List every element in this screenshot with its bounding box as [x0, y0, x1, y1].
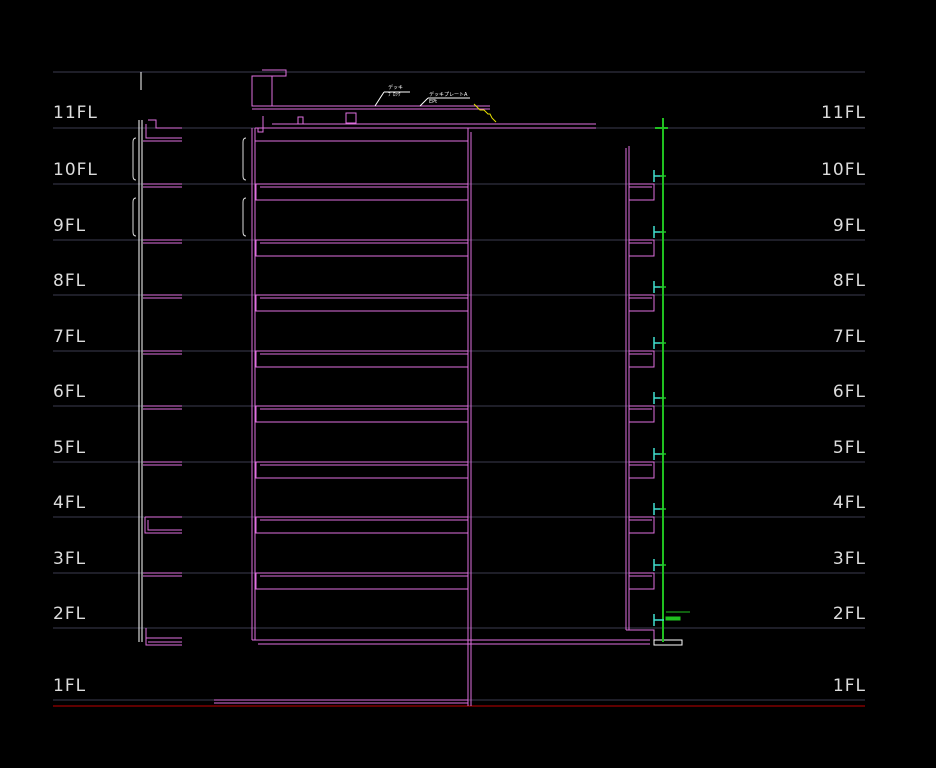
- roof-note-2b: EPt: [429, 99, 437, 105]
- curtain-wall: [655, 118, 668, 642]
- floor-label-left-6: 6FL: [53, 382, 87, 402]
- roof-note-1: デッキ: [388, 84, 403, 91]
- bottom-green-note: [665, 611, 690, 621]
- floor-label-right-2: 2FL: [832, 604, 866, 624]
- floor-label-right-8: 8FL: [832, 271, 866, 291]
- floor-label-right-1: 1FL: [832, 676, 866, 696]
- floor-lines: [53, 71, 865, 701]
- floor-label-left-11: 11FL: [53, 103, 98, 123]
- floor-label-left-7: 7FL: [53, 327, 87, 347]
- floor-label-right-6: 6FL: [832, 382, 866, 402]
- floor-label-left-9: 9FL: [53, 216, 87, 236]
- floor-label-right-11: 11FL: [821, 103, 866, 123]
- right-balconies: [625, 146, 655, 642]
- left-wall: [138, 72, 143, 642]
- floor-label-right-3: 3FL: [832, 549, 866, 569]
- roof-note-1b: ﾌﾞﾛｯｸ: [388, 91, 401, 98]
- left-slabs: [143, 119, 182, 646]
- floor-label-left-3: 3FL: [53, 549, 87, 569]
- left-dimensions: [132, 137, 247, 237]
- roof-leaders: [374, 91, 470, 107]
- curtain-green-ticks: [660, 175, 666, 566]
- floor-label-left-2: 2FL: [53, 604, 87, 624]
- floor-label-left-1: 1FL: [53, 676, 87, 696]
- core-block: [214, 69, 650, 706]
- floor-label-right-4: 4FL: [832, 493, 866, 513]
- right-base-block: [653, 639, 683, 646]
- roof-stair: [473, 103, 497, 123]
- floor-label-left-8: 8FL: [53, 271, 87, 291]
- floor-label-left-5: 5FL: [53, 438, 87, 458]
- floor-label-right-5: 5FL: [832, 438, 866, 458]
- floor-label-right-9: 9FL: [832, 216, 866, 236]
- floor-label-right-7: 7FL: [832, 327, 866, 347]
- floor-label-left-4: 4FL: [53, 493, 87, 513]
- floor-label-left-10: 10FL: [53, 160, 98, 180]
- roof-note-2: デッキプレートA: [429, 91, 468, 98]
- floor-label-right-10: 10FL: [821, 160, 866, 180]
